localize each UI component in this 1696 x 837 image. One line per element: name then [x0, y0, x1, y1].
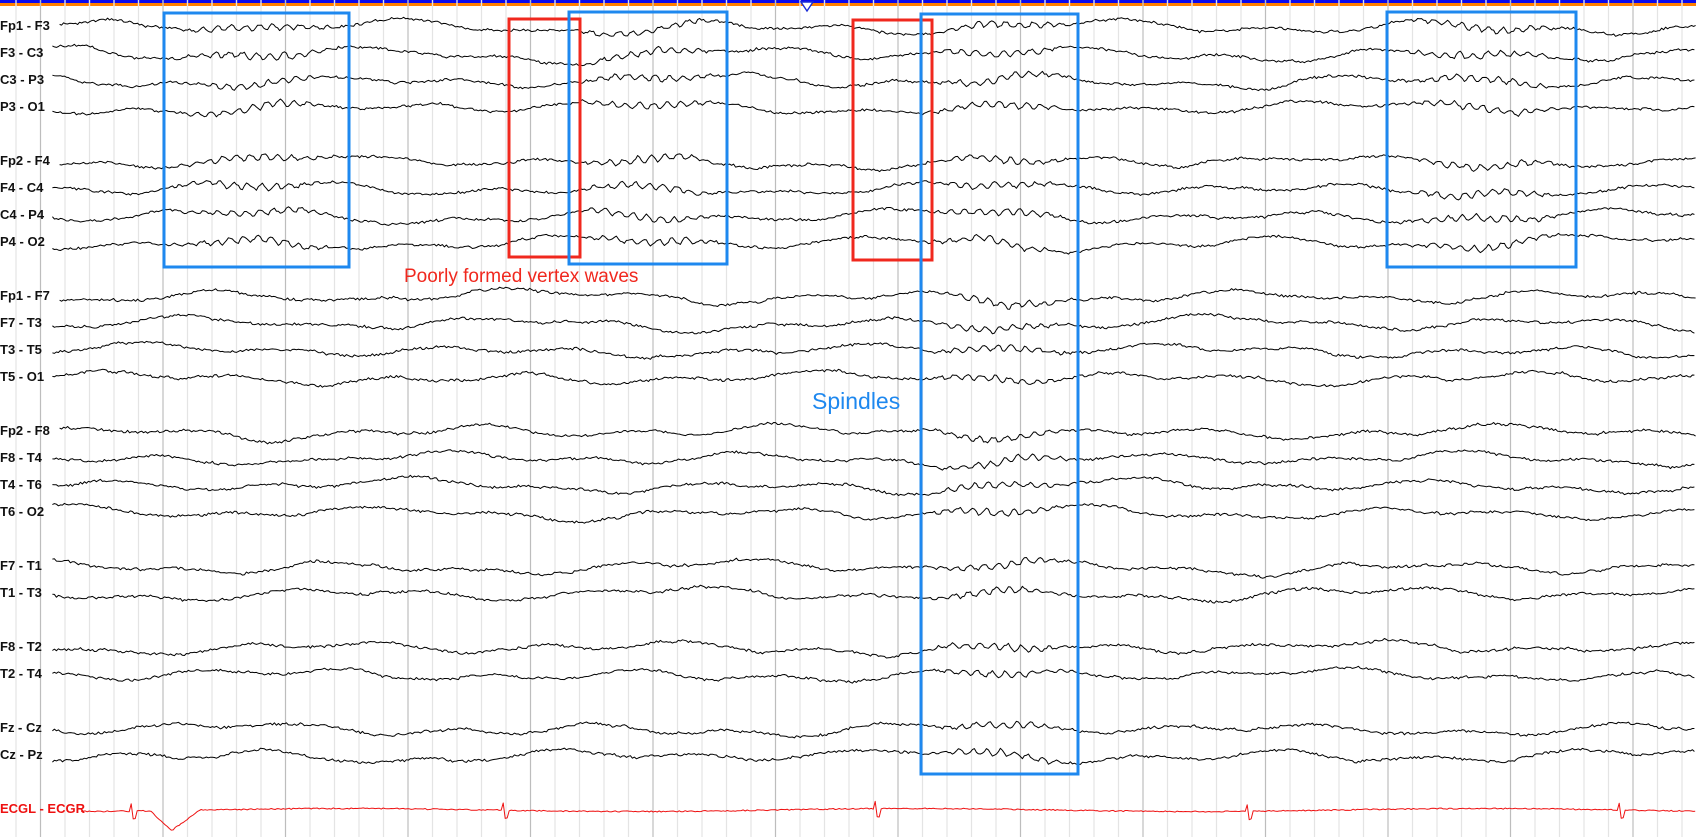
spindle-box-4[interactable]: [1385, 10, 1578, 269]
channel-label[interactable]: T2 - T4: [0, 666, 42, 681]
channel-trace: [52, 368, 1695, 388]
down-triangle-marker-icon[interactable]: [800, 1, 814, 13]
channel-label[interactable]: C3 - P3: [0, 72, 45, 87]
channel-label[interactable]: F7 - T3: [0, 315, 42, 330]
channel-trace: [59, 421, 1696, 445]
channel-label[interactable]: F7 - T1: [0, 558, 42, 573]
channel-label[interactable]: ECGL - ECGR: [0, 801, 85, 816]
channel-trace: [52, 232, 1695, 255]
channel-trace: [52, 43, 1695, 67]
vertex-box-1[interactable]: [507, 17, 582, 259]
channel-trace: [52, 180, 1695, 201]
channel-trace: [52, 340, 1695, 360]
spindle-box-3[interactable]: [919, 12, 1080, 776]
channel-label[interactable]: T3 - T5: [0, 342, 42, 357]
vertex-label: Poorly formed vertex waves: [404, 266, 639, 287]
channel-label[interactable]: Fp2 - F8: [0, 423, 50, 438]
channel-trace: [81, 800, 1696, 831]
channel-trace: [52, 638, 1695, 659]
channel-trace: [52, 98, 1695, 118]
channel-label[interactable]: T1 - T3: [0, 585, 42, 600]
channel-label[interactable]: Fp2 - F4: [0, 153, 50, 168]
channel-trace: [52, 313, 1695, 335]
channel-label[interactable]: F8 - T2: [0, 639, 42, 654]
channel-trace: [52, 449, 1695, 471]
channel-trace: [59, 153, 1696, 173]
channel-label[interactable]: Fp1 - F7: [0, 288, 50, 303]
channel-trace: [52, 206, 1695, 226]
channel-label[interactable]: T5 - O1: [0, 369, 45, 384]
channel-trace: [52, 747, 1695, 765]
spindles-label: Spindles: [812, 388, 901, 414]
channel-label[interactable]: Fp1 - F3: [0, 18, 50, 33]
channel-label[interactable]: F8 - T4: [0, 450, 42, 465]
vertex-box-2[interactable]: [851, 18, 934, 262]
channel-trace: [59, 16, 1696, 37]
channel-trace: [52, 502, 1695, 524]
channel-label[interactable]: T4 - T6: [0, 477, 42, 492]
channel-trace: [59, 286, 1696, 310]
channel-label[interactable]: C4 - P4: [0, 207, 45, 222]
channel-label[interactable]: F4 - C4: [0, 180, 44, 195]
channel-label[interactable]: P3 - O1: [0, 99, 45, 114]
spindle-box-1[interactable]: [162, 11, 351, 269]
channel-trace: [52, 474, 1695, 497]
channel-trace: [52, 720, 1695, 739]
channel-label[interactable]: P4 - O2: [0, 234, 45, 249]
channel-label[interactable]: T6 - O2: [0, 504, 45, 519]
channel-trace: [52, 557, 1695, 579]
channel-trace: [52, 584, 1695, 604]
channel-trace: [52, 70, 1695, 92]
spindle-box-2[interactable]: [567, 10, 729, 266]
channel-label[interactable]: Cz - Pz: [0, 747, 43, 762]
channel-trace: [52, 665, 1695, 684]
channel-label[interactable]: Fz - Cz: [0, 720, 42, 735]
channel-label[interactable]: F3 - C3: [0, 45, 44, 60]
